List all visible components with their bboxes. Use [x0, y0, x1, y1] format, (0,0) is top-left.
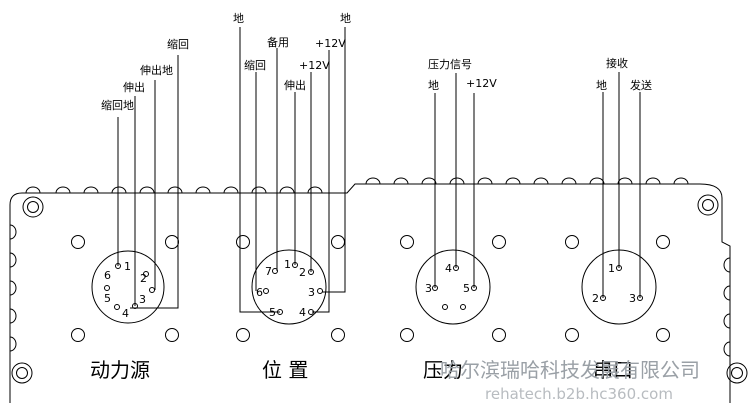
pin-number: 5 — [463, 282, 470, 295]
mount-hole — [331, 328, 345, 342]
caption-pressure: 压力 — [423, 358, 463, 382]
mount-hole — [656, 328, 670, 342]
corner-hole-bottom-right — [726, 362, 748, 384]
mount-hole — [71, 328, 85, 342]
connector-ring — [251, 249, 327, 325]
wire-label-retract: 缩回 — [167, 38, 189, 51]
panel-top-ridges — [25, 177, 689, 194]
panel-body — [9, 177, 748, 403]
mount-hole — [165, 235, 179, 249]
wires — [602, 72, 641, 298]
panel-captions: 动力源 位 置 压力 串口 — [90, 358, 633, 382]
pin-number: 3 — [139, 293, 146, 306]
wire-label-retract: 缩回 — [244, 59, 266, 72]
mount-hole — [236, 235, 250, 249]
connector-ring — [91, 250, 165, 324]
watermark-url: rehatech.b2b.hc360.com — [485, 385, 673, 403]
watermark: 哈尔滨瑞哈科技发展有限公司 rehatech.b2b.hc360.com — [440, 358, 700, 403]
pin-number: 3 — [425, 282, 432, 295]
connector-ring — [415, 249, 491, 325]
panel-left-ridges — [9, 224, 17, 352]
caption-power: 动力源 — [90, 358, 150, 382]
connector-power — [71, 55, 179, 342]
wire-label-spare: 备用 — [267, 35, 289, 49]
pin-number: 2 — [592, 292, 599, 305]
wire-label-extend: 伸出 — [123, 80, 145, 94]
mount-hole — [236, 328, 250, 342]
corner-hole-top-left — [22, 196, 44, 218]
wire-label-send: 发送 — [630, 78, 652, 92]
pin-number: 6 — [256, 286, 263, 299]
pin-number: 5 — [269, 306, 276, 319]
pin-number: 7 — [265, 265, 272, 278]
wire-label-12v: +12V — [466, 77, 497, 90]
mount-hole — [400, 235, 414, 249]
pin-number: 2 — [299, 266, 306, 279]
wire-label-extend-ground: 伸出地 — [140, 63, 173, 77]
wire-label-ground: 地 — [233, 12, 244, 25]
wire-label-12v: +12V — [315, 37, 346, 50]
connector-position — [236, 27, 346, 342]
pin-number: 5 — [104, 292, 111, 305]
mount-hole — [400, 328, 414, 342]
pin-number: 4 — [445, 262, 452, 275]
corner-hole-top-right — [697, 194, 719, 216]
pin-number: 4 — [122, 307, 129, 320]
pin-number: 4 — [299, 306, 306, 319]
panel-right-ridges — [723, 257, 731, 357]
wire-label-pressure-signal: 压力信号 — [428, 58, 472, 71]
pin-number: 2 — [140, 272, 147, 285]
mount-hole — [565, 235, 579, 249]
corner-hole-bottom-left — [11, 362, 33, 384]
connector-pressure — [400, 73, 506, 342]
caption-position: 位 置 — [262, 358, 308, 382]
wires — [239, 27, 346, 313]
mount-hole — [71, 235, 85, 249]
pin-number: 1 — [284, 258, 291, 271]
pin-number: 1 — [124, 260, 131, 273]
mount-hole — [492, 235, 506, 249]
wire-label-retract-ground: 缩回地 — [101, 99, 134, 112]
wires — [117, 55, 179, 309]
wire-label-ground: 地 — [340, 12, 351, 25]
pin-number: 3 — [629, 292, 636, 305]
mount-hole — [331, 235, 345, 249]
mount-hole — [656, 235, 670, 249]
wire-label-ground: 地 — [596, 79, 607, 92]
wire-labels: 缩回地 伸出 伸出地 缩回 地 缩回 备用 伸出 +12V +12V 地 压力信… — [101, 12, 652, 112]
wire-label-ground: 地 — [428, 79, 439, 92]
pin-number: 6 — [104, 269, 111, 282]
pin-numbers: 1 2 3 4 5 6 1 2 3 4 5 6 7 4 3 5 1 2 3 — [104, 258, 636, 320]
connector-serial — [565, 72, 670, 342]
wire-label-extend: 伸出 — [284, 78, 306, 92]
wire-label-12v: +12V — [299, 59, 330, 72]
mount-hole — [565, 328, 579, 342]
pin-number: 3 — [308, 286, 315, 299]
mount-hole — [492, 328, 506, 342]
pin-number: 1 — [608, 262, 615, 275]
caption-serial: 串口 — [593, 358, 633, 382]
wire-label-receive: 接收 — [606, 56, 628, 70]
pin-contacts — [600, 265, 643, 301]
watermark-company: 哈尔滨瑞哈科技发展有限公司 — [440, 358, 700, 382]
wires — [434, 73, 475, 288]
mount-hole — [165, 328, 179, 342]
